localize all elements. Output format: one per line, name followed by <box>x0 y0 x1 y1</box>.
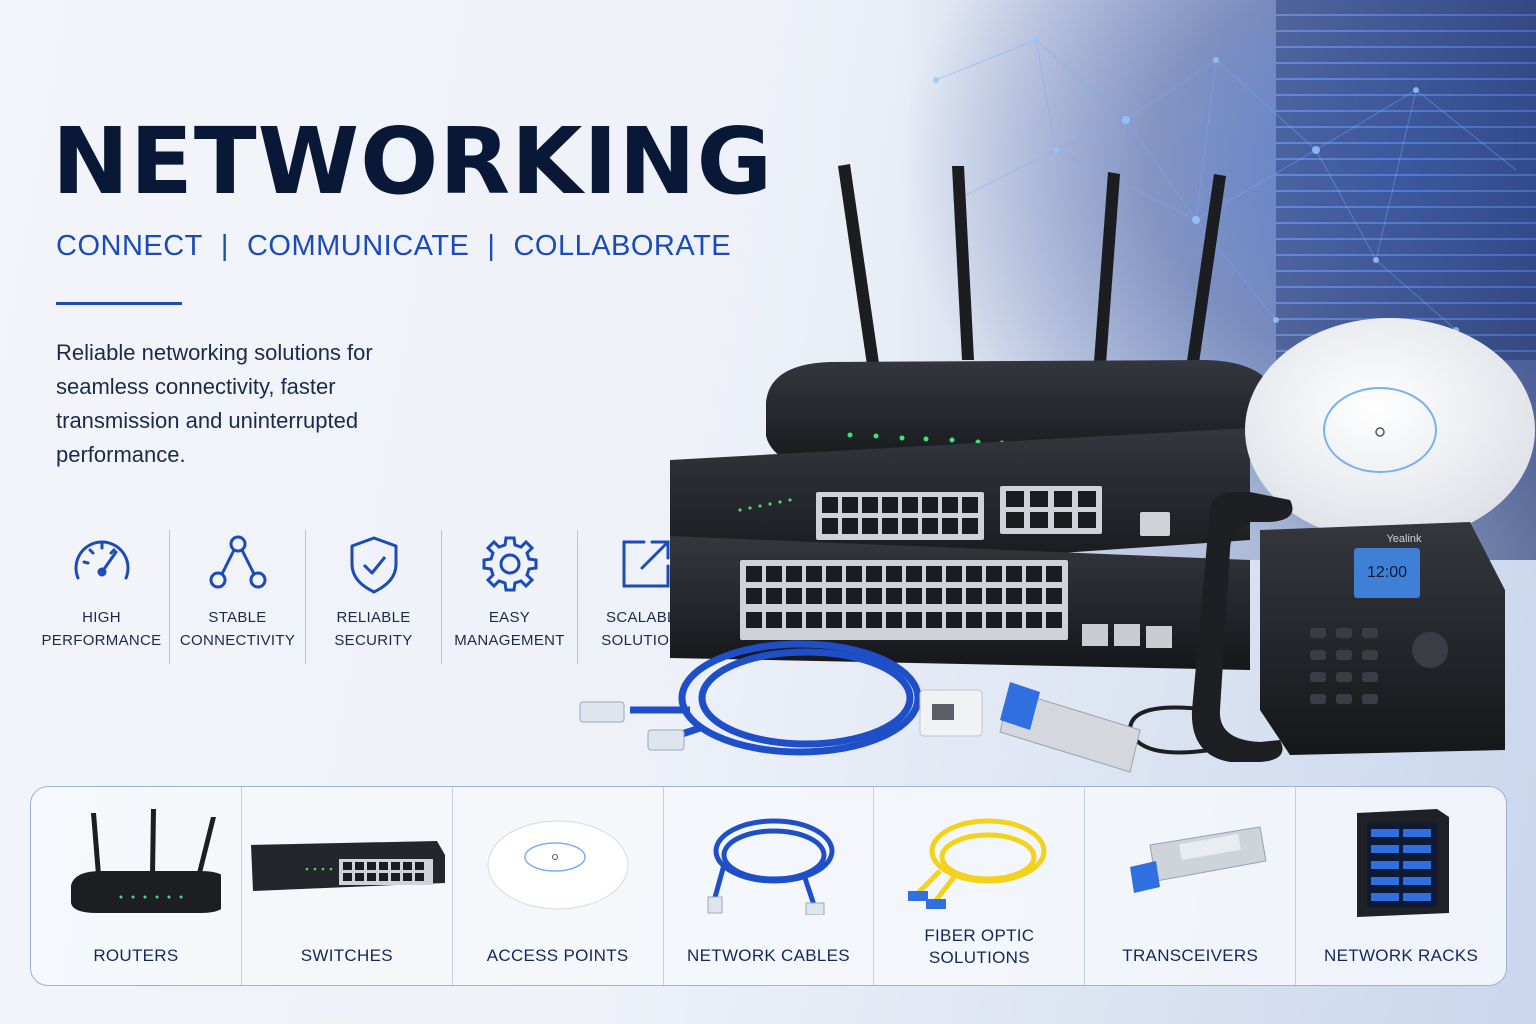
server-rack-background <box>1276 0 1536 360</box>
hero-devices: 12:00 Yealink <box>579 164 1535 773</box>
scale-arrow-icon <box>622 540 670 588</box>
feature-reliable-security: RELIABLE SECURITY <box>306 530 442 664</box>
feature-label-line2: SOLUTIONS <box>601 632 691 649</box>
product-categories: ROUTERS SWITCHES ACCESS POINTS NETWORK <box>30 786 1507 986</box>
network-mesh-background <box>933 37 1517 333</box>
product-label-line1: FIBER OPTIC <box>924 926 1035 945</box>
tagline-separator: | <box>487 230 496 262</box>
product-label: NETWORK RACKS <box>1324 946 1479 965</box>
rj45-coupler <box>919 689 983 737</box>
product-access-points[interactable]: ACCESS POINTS <box>453 787 664 985</box>
tagline: CONNECT | COMMUNICATE | COLLABORATE <box>56 230 731 263</box>
tagline-connect: CONNECT <box>56 230 203 262</box>
router-icon <box>70 809 221 913</box>
network-cable-icon <box>707 818 834 915</box>
feature-label-line1: RELIABLE <box>336 609 411 626</box>
page-title: NETWORKING <box>52 108 774 215</box>
feature-label-line1: STABLE <box>208 609 267 626</box>
product-transceivers[interactable]: TRANSCEIVERS <box>1085 787 1297 985</box>
product-label: SWITCHES <box>300 946 393 965</box>
product-label: FIBER OPTIC SOLUTIONS <box>874 925 1084 969</box>
feature-label-line2: SECURITY <box>334 632 413 649</box>
product-label-line2: SOLUTIONS <box>928 948 1030 967</box>
product-network-racks[interactable]: NETWORK RACKS <box>1296 787 1506 985</box>
access-point-icon <box>487 820 629 910</box>
switch-bottom <box>670 536 1250 670</box>
speedometer-icon <box>74 540 129 580</box>
router-antennas <box>838 164 1226 372</box>
product-fiber-optic[interactable]: FIBER OPTIC SOLUTIONS <box>874 787 1086 985</box>
gear-icon <box>482 536 537 592</box>
transceiver-icon <box>1130 826 1267 893</box>
feature-easy-management: EASY MANAGEMENT <box>442 530 578 664</box>
product-network-cables[interactable]: NETWORK CABLES <box>664 787 875 985</box>
sfp-module <box>999 682 1141 773</box>
phone-time: 12:00 <box>1367 564 1407 581</box>
network-rack-icon <box>1357 809 1450 917</box>
access-point-device <box>1245 318 1535 542</box>
network-nodes-icon <box>209 535 266 589</box>
feature-label-line1: HIGH <box>82 609 121 626</box>
feature-label-line1: SCALABLE <box>606 609 686 626</box>
feature-label-line2: PERFORMANCE <box>41 632 162 649</box>
feature-list: HIGH PERFORMANCE STABLE CONNECTIVITY RELIA… <box>34 530 714 664</box>
ip-phone-device: 12:00 Yealink <box>1127 491 1505 762</box>
product-label: ROUTERS <box>93 946 179 965</box>
tagline-communicate: COMMUNICATE <box>246 230 470 262</box>
description: Reliable networking solutions for seamle… <box>56 340 373 467</box>
feature-high-performance: HIGH PERFORMANCE <box>34 530 170 664</box>
feature-label-line2: CONNECTIVITY <box>179 632 296 649</box>
accent-divider <box>56 302 182 305</box>
phone-brand: Yealink <box>1386 533 1422 545</box>
patch-cable <box>630 640 922 756</box>
feature-label-line1: EASY <box>488 609 531 626</box>
fiber-optic-icon <box>908 818 1047 909</box>
tagline-collaborate: COLLABORATE <box>513 230 732 262</box>
switch-icon <box>250 841 445 891</box>
product-label: NETWORK CABLES <box>687 946 850 965</box>
feature-stable-connectivity: STABLE CONNECTIVITY <box>170 530 306 664</box>
product-label: TRANSCEIVERS <box>1122 946 1259 965</box>
feature-scalable-solutions: SCALABLE SOLUTIONS <box>578 530 714 664</box>
shield-check-icon <box>350 536 397 594</box>
feature-label-line2: MANAGEMENT <box>454 632 565 649</box>
tagline-separator: | <box>220 230 229 262</box>
product-routers[interactable]: ROUTERS <box>31 787 242 985</box>
product-switches[interactable]: SWITCHES <box>242 787 453 985</box>
product-label: ACCESS POINTS <box>486 946 629 965</box>
